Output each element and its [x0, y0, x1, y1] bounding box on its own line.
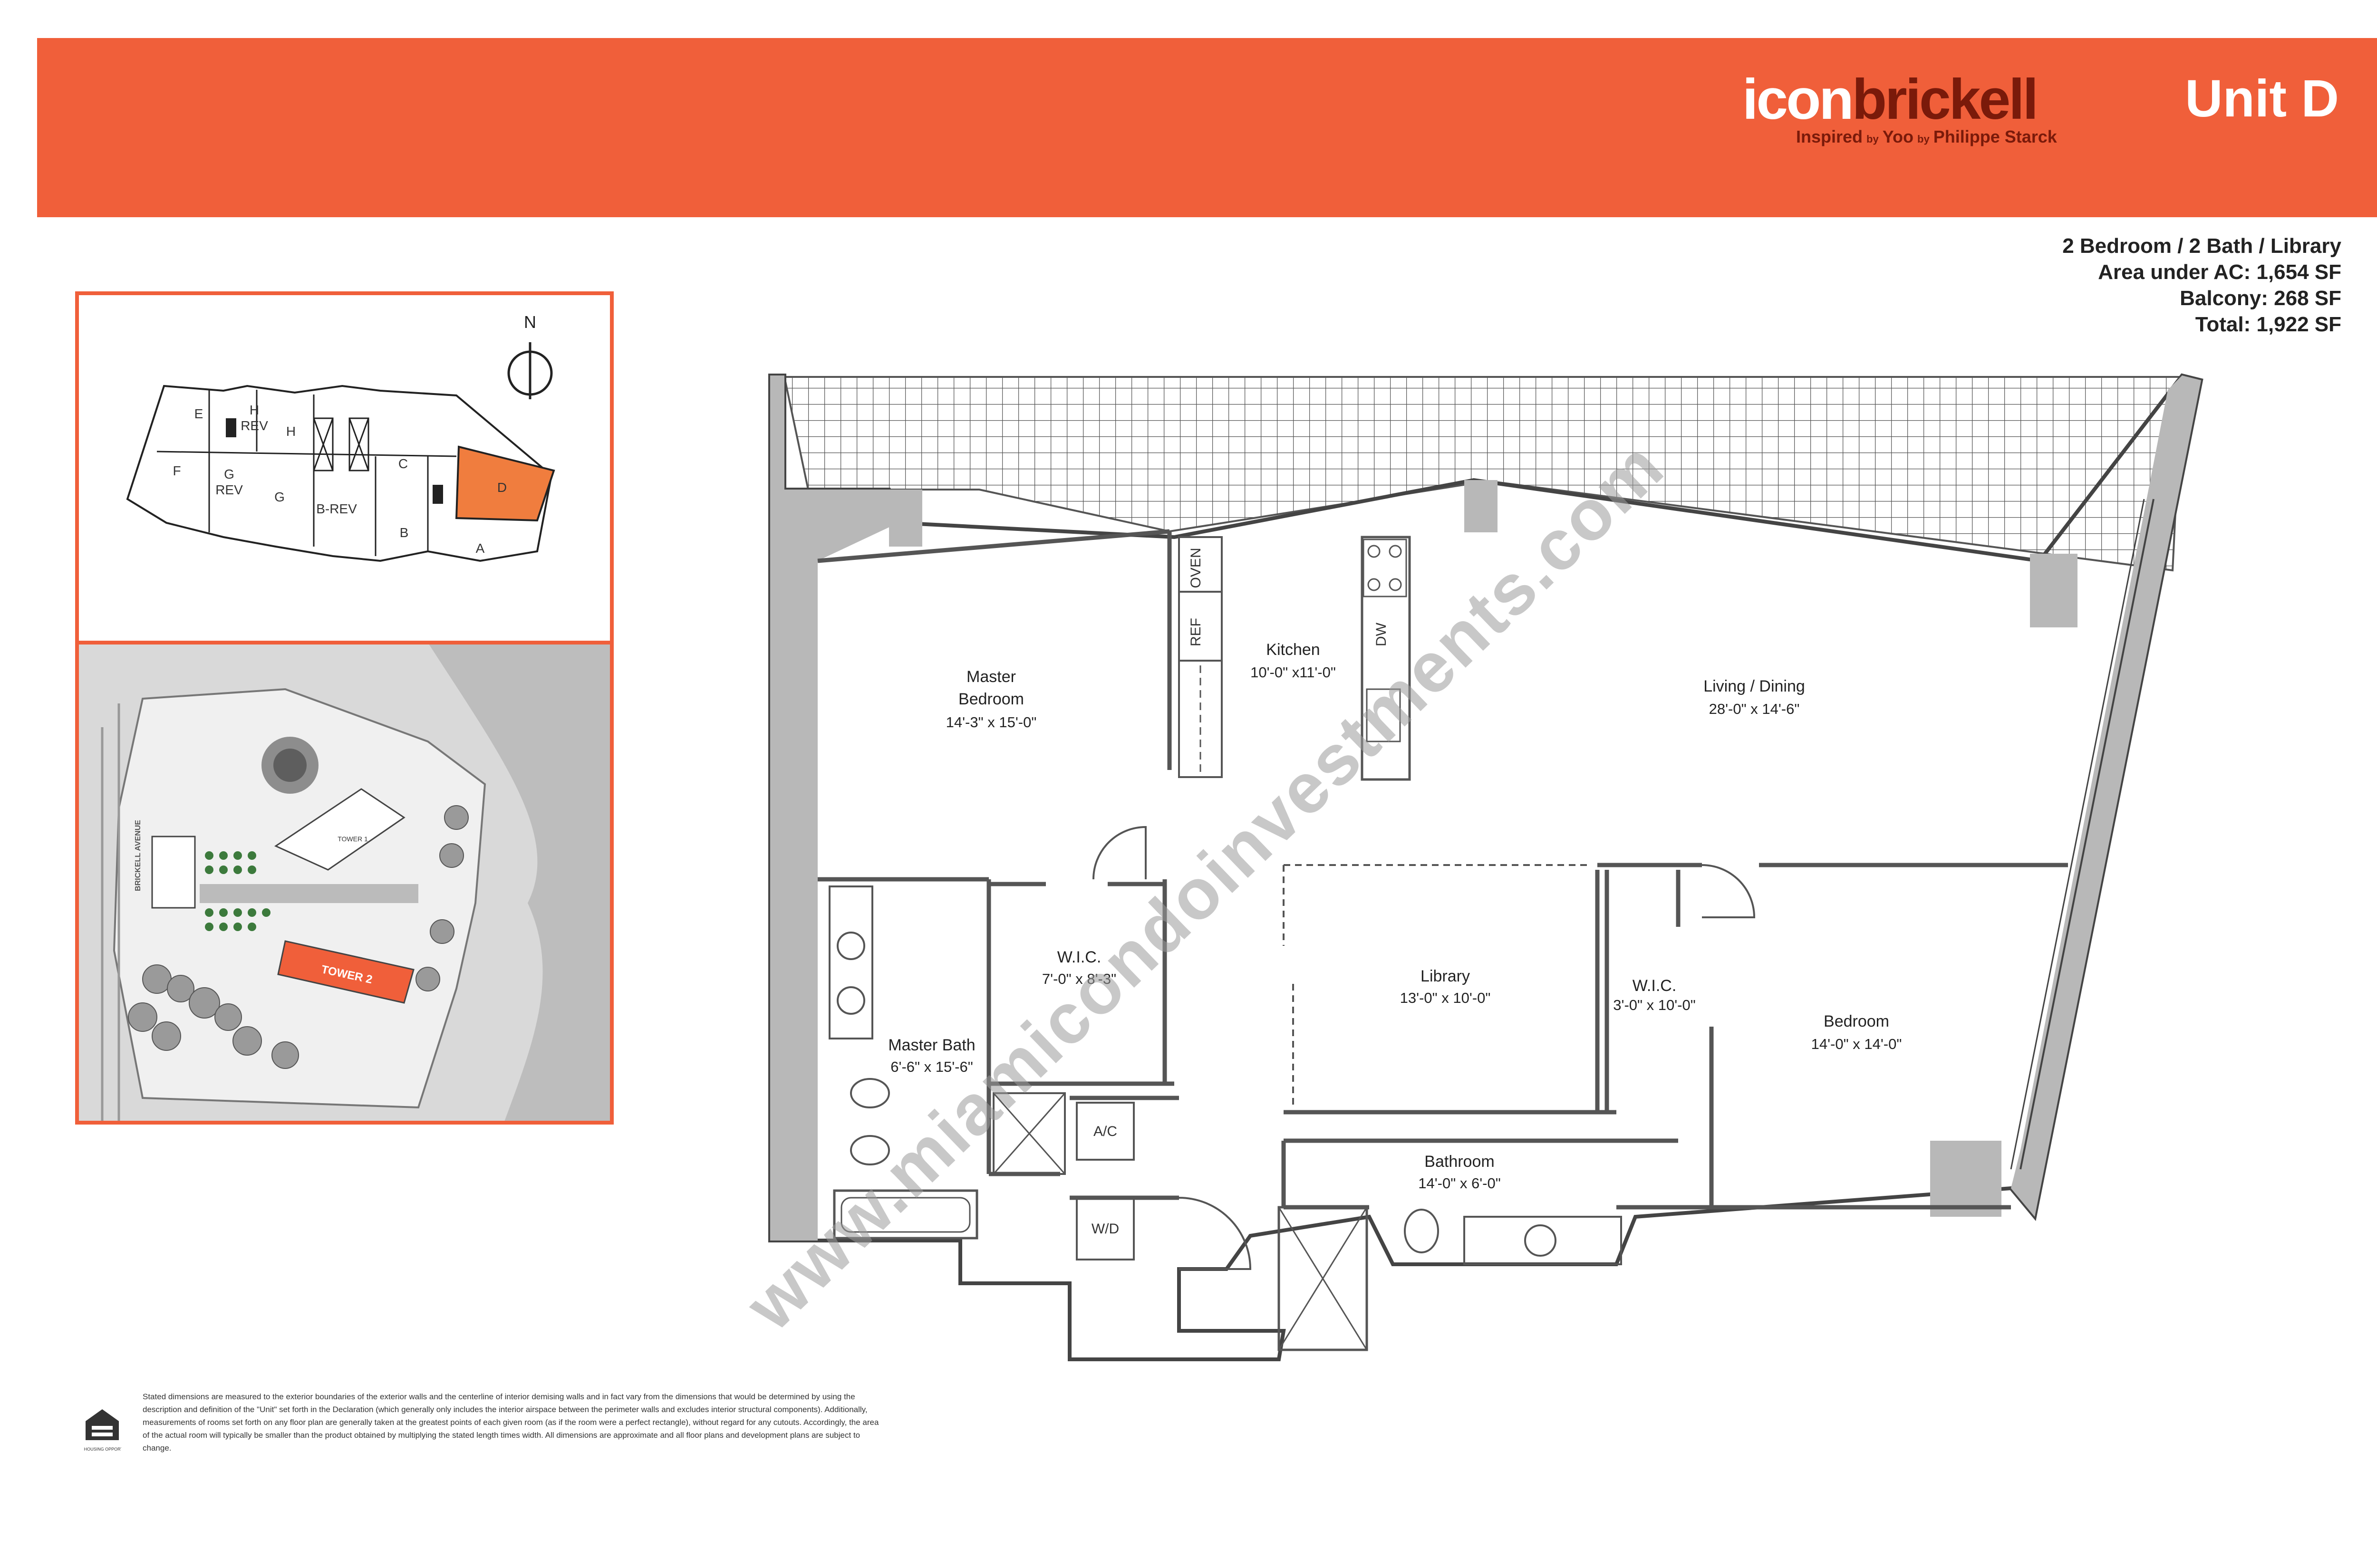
dw-label: DW — [1373, 622, 1389, 646]
wd-closet — [1076, 1197, 1135, 1260]
key-plan-label-c: C — [398, 456, 408, 471]
key-plan-label-h2: H — [286, 424, 296, 439]
library-name: Library — [1420, 967, 1470, 985]
master-bedroom-name-2: Bedroom — [958, 690, 1024, 708]
key-plan-label-hrev: REV — [241, 418, 268, 433]
master-shower — [993, 1092, 1066, 1175]
bedroom-dim: 14'-0" x 14'-0" — [1811, 1036, 1902, 1052]
exterior-wall-outline — [768, 373, 2203, 1361]
north-label: N — [524, 312, 536, 332]
bath-shower — [1277, 1206, 1368, 1351]
kitchen-sink — [1366, 688, 1401, 742]
site-street-label: BRICKELL AVENUE — [134, 820, 142, 891]
master-tub — [833, 1189, 978, 1240]
bathroom-name: Bathroom — [1424, 1153, 1494, 1171]
wic2-name: W.I.C. — [1633, 977, 1677, 995]
key-plan-label-e: E — [194, 406, 203, 421]
living-name: Living / Dining — [1703, 677, 1805, 695]
wic1-dim: 7'-0" x 8'-3" — [1042, 971, 1116, 987]
key-plan-label-a: A — [476, 541, 485, 556]
master-bath-dim: 6'-6" x 15'-6" — [890, 1058, 973, 1075]
ref-label: REF — [1188, 618, 1204, 646]
key-plan-label-d: D — [497, 480, 507, 495]
key-plan: N E H REV H F G REV G B-REV C D B A — [75, 291, 614, 645]
unit-info-area-ac: Area under AC: 1,654 SF — [2098, 260, 2341, 284]
equal-housing-logo-text: EQUAL HOUSING OPPORTUNITY — [83, 1447, 121, 1452]
bedroom-name: Bedroom — [1824, 1012, 1889, 1030]
master-bath-name: Master Bath — [888, 1036, 975, 1054]
unit-info: 2 Bedroom / 2 Bath / Library Area under … — [2062, 234, 2341, 336]
key-plan-label-grev: REV — [215, 482, 243, 497]
brand-logo-icon: iconbrickell — [1742, 67, 2037, 131]
master-toilet — [850, 1078, 890, 1108]
site-tower-1 — [274, 788, 406, 871]
bath-toilet — [1404, 1209, 1439, 1253]
ac-label: A/C — [1093, 1124, 1117, 1139]
kitchen-cooktop — [1362, 539, 1407, 597]
key-plan-label-f: F — [173, 463, 181, 478]
site-plan: TOWER 2 TOWER 1 BRICKELL AVENUE — [75, 641, 614, 1125]
equal-housing-logo: EQUAL HOUSING OPPORTUNITY — [83, 1409, 121, 1456]
unit-title: Unit D — [2185, 69, 2339, 128]
balcony — [783, 376, 2184, 572]
master-bedroom-door — [1092, 826, 1147, 880]
oven-label: OVEN — [1188, 548, 1204, 588]
master-bath-vanity — [829, 885, 873, 1039]
key-plan-label-g2: G — [274, 490, 285, 504]
wd-label: W/D — [1092, 1221, 1119, 1237]
master-bedroom-dim: 14'-3" x 15'-0" — [946, 714, 1037, 731]
floor-plan: OVEN REF DW A/C W/D Master Bedroom 14'-3… — [768, 373, 2203, 1361]
disclaimer: Stated dimensions are measured to the ex… — [143, 1392, 879, 1453]
header-banner — [37, 38, 2377, 217]
library-dim: 13'-0" x 10'-0" — [1400, 990, 1491, 1006]
site-tower-1-label: TOWER 1 — [338, 835, 368, 843]
key-plan-label-g1: G — [224, 467, 234, 481]
key-plan-label-h1: H — [250, 403, 259, 417]
wic2-dim: 3'-0" x 10'-0" — [1613, 997, 1695, 1013]
living-dim: 28'-0" x 14'-6" — [1709, 701, 1800, 717]
watermark: www.miamicondoinvestments.com — [730, 425, 1679, 1345]
key-plan-unit-d-highlight — [455, 445, 555, 522]
unit-info-bed-bath: 2 Bedroom / 2 Bath / Library — [2062, 234, 2341, 258]
key-plan-label-brev: B-REV — [316, 501, 357, 516]
brand-logo-brickell: brickell — [1852, 67, 2037, 131]
unit-info-total: Total: 1,922 SF — [2195, 313, 2341, 336]
master-bidet — [850, 1135, 890, 1165]
key-plan-label-b: B — [400, 525, 409, 540]
site-tower-2 — [277, 940, 415, 1004]
master-bedroom-name-1: Master — [966, 668, 1016, 686]
bath-vanity — [1463, 1216, 1622, 1265]
unit-info-balcony: Balcony: 268 SF — [2180, 287, 2341, 310]
entry-door — [1179, 1197, 1252, 1270]
kitchen-name: Kitchen — [1266, 641, 1320, 659]
kitchen-dim: 10'-0" x11'-0" — [1250, 664, 1336, 681]
wic1-name: W.I.C. — [1057, 948, 1102, 966]
bathroom-dim: 14'-0" x 6'-0" — [1418, 1175, 1500, 1192]
bedroom-door — [1701, 864, 1756, 918]
ac-closet — [1076, 1102, 1135, 1161]
site-future-tower — [151, 836, 196, 909]
